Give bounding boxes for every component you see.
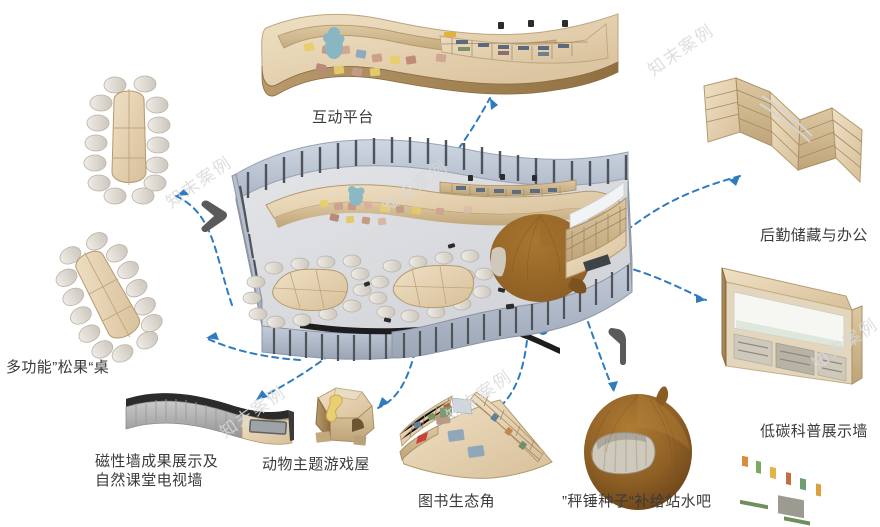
low-carbon-wall-model [721, 267, 863, 526]
hall-table-b-stools [368, 249, 494, 323]
arrowhead-pinecone-a [176, 189, 189, 196]
platform-shelving [439, 20, 609, 64]
magnetic-wall-right-cap [288, 410, 294, 441]
platform-front-face [261, 61, 619, 97]
connector-to-pinecone-table-b [205, 337, 301, 361]
bookeco-green-panel [440, 406, 452, 418]
platform-cushions-top [303, 27, 447, 77]
lowcarbon-left-edge [721, 267, 727, 367]
playhouse-base-block [315, 431, 331, 443]
label-magnetic-wall: 磁性墙成果展示及 自然课堂电视墙 [95, 453, 219, 489]
arrowhead-platform [490, 98, 498, 110]
label-interactive-platform: 互动平台 [312, 109, 374, 126]
magnetic-wall-cap [126, 393, 290, 420]
hall-table-b [368, 249, 494, 323]
lowcarbon-right-edge [851, 305, 863, 385]
connector-to-magnetic-wall [255, 309, 379, 401]
exhibit-band-content [736, 320, 844, 497]
label-low-carbon-wall: 低碳科普展示墙 [760, 423, 868, 440]
playhouse-door [352, 418, 364, 432]
interior-bookshelf-wall [565, 181, 627, 279]
seed-stem [656, 386, 669, 408]
book-eco-corner-model [399, 391, 553, 479]
bookeco-floor-edge [399, 425, 439, 462]
chevron-right-icon [608, 328, 626, 365]
front-right-mullions [402, 265, 630, 358]
label-pinecone-table: 多功能”松果“桌 [6, 359, 110, 376]
pinecone-table-model-b [55, 232, 163, 363]
bookeco-back-panel [451, 397, 473, 415]
pinecone-table-model-a [83, 75, 171, 205]
magnetic-wall-ribs [135, 399, 237, 436]
open-book [416, 432, 428, 444]
pinecone-table-b-top [75, 250, 140, 339]
occupant-markers [363, 243, 515, 323]
seed-grain [591, 395, 677, 469]
left-wall-outer [231, 173, 263, 303]
playhouse-base-block-2 [353, 435, 367, 446]
arrowhead-animal [378, 397, 389, 408]
seed-opening-shadow [596, 432, 646, 450]
chevron-markers [201, 200, 626, 365]
tv-screen [248, 419, 288, 435]
bookeco-rail-lines-left [400, 397, 451, 441]
animal-playhouse-model [315, 387, 375, 446]
logistics-countertop-2 [759, 103, 811, 143]
dome-opening [490, 247, 506, 277]
teddy-bear-top [323, 27, 345, 59]
interactive-platform-model [261, 13, 619, 97]
platform-cushions [319, 186, 473, 226]
rear-curtain-wall [235, 139, 629, 201]
central-floor-plan [231, 137, 633, 361]
label-seed-water-bar: ”秤锤种子“补给站水吧 [562, 493, 712, 510]
label-logistics-storage: 后勤储藏与办公 [760, 227, 868, 244]
front-parapet-band [300, 322, 560, 354]
front-left-mullions [272, 328, 388, 361]
right-end-wall [627, 177, 633, 293]
label-animal-playhouse: 动物主题游戏屋 [262, 456, 370, 473]
platform-bookshelf [439, 174, 577, 197]
playhouse-animal-motif [325, 394, 343, 423]
logistics-storage-model [703, 77, 863, 184]
hall-table-a-stools [242, 254, 372, 329]
rear-mullions [246, 137, 628, 198]
magnetic-wall-model [125, 393, 294, 445]
seed-water-bar-model [584, 386, 692, 510]
arrowhead-pinecone-b [206, 332, 219, 340]
logistics-countertop [761, 95, 813, 137]
connector-to-pinecone-table-a [175, 195, 233, 306]
dome-side-notch [568, 278, 587, 294]
hall-table-a [242, 254, 372, 329]
arrowhead-seedbar [608, 381, 618, 392]
lowcarbon-lower-cabinets [733, 333, 847, 526]
label-book-eco-corner: 图书生态角 [418, 493, 496, 510]
arrowhead-logistics [729, 176, 740, 186]
seed-highlight [636, 394, 690, 450]
connector-arrowheads [176, 98, 740, 414]
arrowhead-magnetic [256, 390, 268, 400]
upper-white-panel [569, 181, 625, 229]
chevron-left-icon [201, 200, 227, 233]
arrowhead-lowcarbon [696, 294, 706, 303]
